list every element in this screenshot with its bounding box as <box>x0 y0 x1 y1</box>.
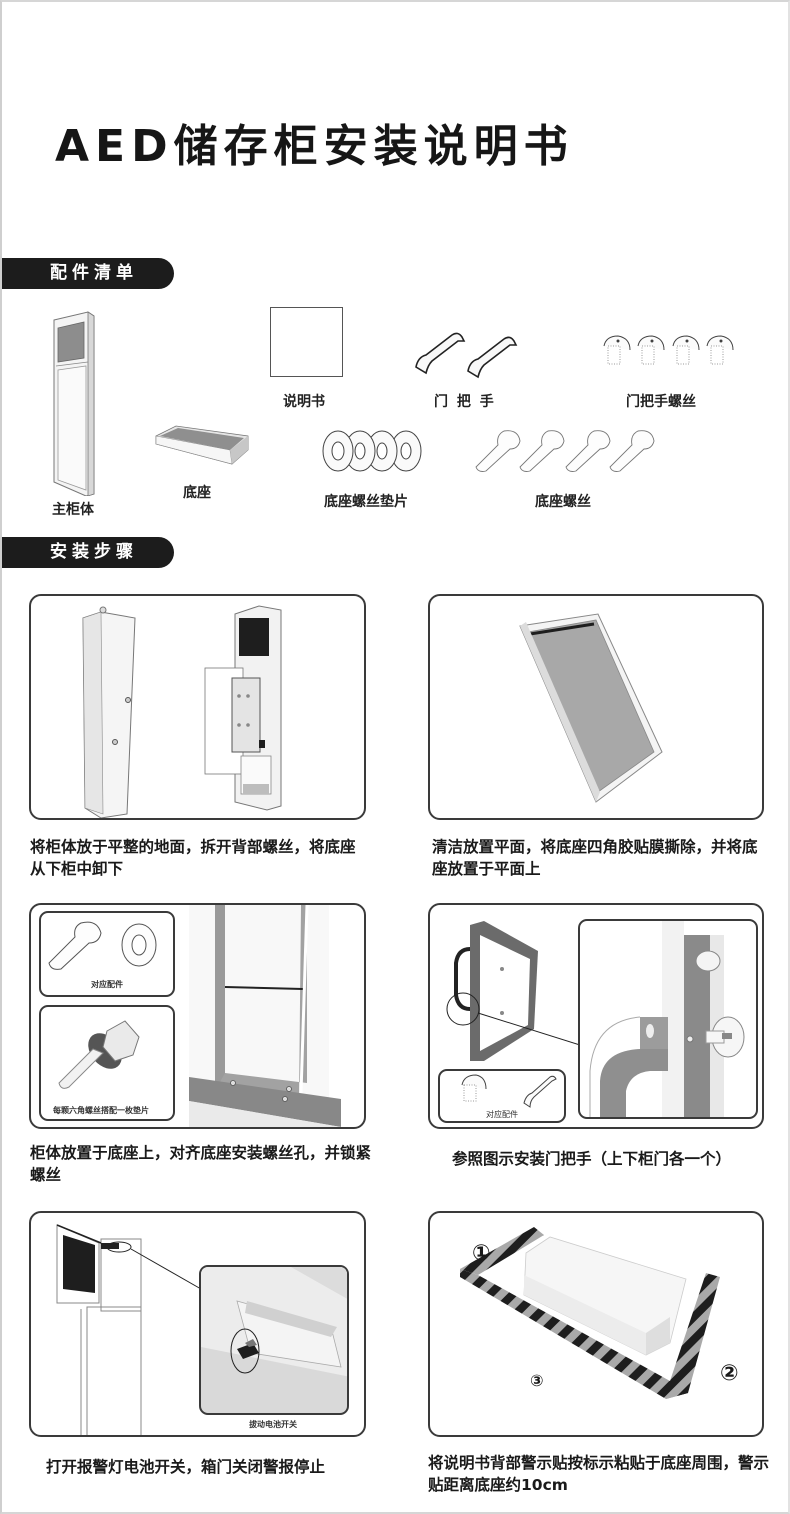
washer-icon <box>320 427 424 475</box>
step-4-caption: 参照图示安装门把手（上下柜门各一个） <box>452 1150 732 1168</box>
marker-2: ② <box>720 1361 739 1386</box>
base-screw-icon <box>474 427 664 477</box>
step-6-caption: 将说明书背部警示贴按标示粘贴于底座周围，警示贴距离底座约10cm <box>428 1454 770 1494</box>
inset-label: 每颗六角螺丝搭配一枚垫片 <box>53 1106 149 1115</box>
door-handle-icon <box>412 327 532 379</box>
part-label-manual: 说明书 <box>283 394 325 410</box>
section-header-parts-list: 配件清单 <box>2 258 174 289</box>
step-5-illustration: 拔动电池开关 <box>29 1211 366 1437</box>
part-label-cabinet: 主柜体 <box>52 502 94 518</box>
inset-label: 对应配件 <box>486 1110 518 1119</box>
inset-battery-switch <box>199 1265 349 1415</box>
hex-bolt-icon <box>58 1020 140 1089</box>
cabinet-base-closeup <box>189 905 341 1127</box>
manual-icon <box>270 307 343 377</box>
step-2-illustration <box>428 594 764 820</box>
inset-handle-closeup <box>578 919 758 1119</box>
section-header-install-steps: 安装步骤 <box>2 537 174 568</box>
inset-corresponding-parts: 对应配件 <box>39 911 175 997</box>
step-2-caption: 清洁放置平面，将底座四角胶贴膜撕除，并将底座放置于平面上 <box>432 838 758 878</box>
part-label-washer: 底座螺丝垫片 <box>324 494 408 510</box>
step-3-caption: 柜体放置于底座上，对齐底座安装螺丝孔，并锁紧螺丝 <box>30 1144 372 1184</box>
cabinet-top-open-door <box>56 1224 202 1435</box>
screw-and-washer-icon <box>48 921 157 970</box>
step-1-caption: 将柜体放于平整的地面，拆开背部螺丝，将底座从下柜中卸下 <box>30 838 356 878</box>
inset-hex-bolt-with-washer: 每颗六角螺丝搭配一枚垫片 <box>39 1005 175 1121</box>
inset-corresponding-parts: 对应配件 <box>438 1069 566 1123</box>
part-label-base-screw: 底座螺丝 <box>535 494 591 510</box>
screw-and-handle-icon <box>461 1074 557 1108</box>
part-label-door-handle: 门 把 手 <box>434 394 496 410</box>
handle-screw-icon <box>600 332 740 372</box>
part-label-base: 底座 <box>183 485 211 501</box>
part-label-handle-screw: 门把手螺丝 <box>626 394 696 410</box>
document-title: AED储存柜安装说明书 <box>55 121 574 172</box>
base-icon <box>154 422 250 468</box>
inset-label: 拔动电池开关 <box>249 1420 297 1429</box>
inset-label: 对应配件 <box>91 980 123 989</box>
door-frame-with-handle <box>446 921 580 1061</box>
step-4-illustration: 对应配件 <box>428 903 764 1129</box>
marker-3: ③ <box>530 1371 544 1390</box>
step-1-illustration <box>29 594 366 820</box>
cabinet-icon <box>50 310 100 496</box>
step-5-caption: 打开报警灯电池开关，箱门关闭警报停止 <box>46 1458 326 1476</box>
marker-1: ① <box>472 1241 491 1266</box>
step-6-illustration: ① ② ③ <box>428 1211 764 1437</box>
step-3-illustration: 对应配件 每颗六角螺丝搭配一枚垫片 <box>29 903 366 1129</box>
